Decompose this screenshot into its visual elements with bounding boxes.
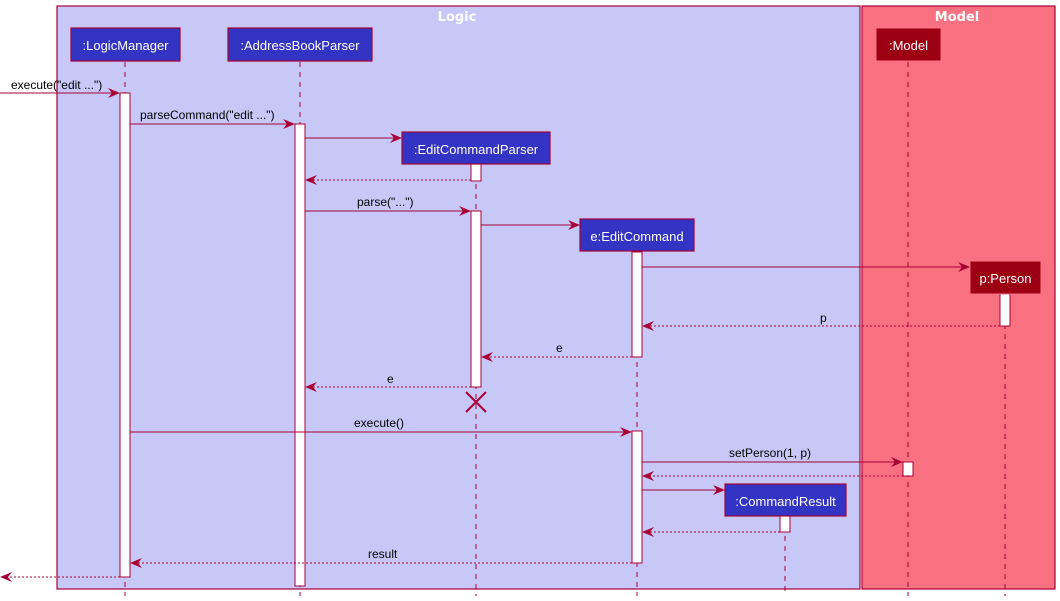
activation-model (902, 461, 914, 477)
label-execute-edit: execute("edit ...") (11, 78, 102, 92)
label-result: result (368, 547, 398, 561)
activation-command-result (779, 515, 791, 533)
participant-address-book-parser[interactable]: :AddressBookParser (227, 27, 373, 62)
activation-person (999, 293, 1011, 327)
label-return-e-2: e (387, 372, 394, 386)
participant-model[interactable]: :Model (875, 27, 942, 62)
package-model-box (861, 5, 1056, 590)
participant-person[interactable]: p:Person (969, 260, 1042, 295)
svg-text::CommandResult: :CommandResult (735, 494, 836, 509)
label-parse-command: parseCommand("edit ...") (140, 108, 275, 122)
package-model-title: Model (935, 10, 979, 25)
activation-edit-command-2 (631, 430, 643, 564)
participant-edit-command-parser[interactable]: :EditCommandParser (401, 131, 551, 165)
participant-logic-manager[interactable]: :LogicManager (70, 27, 181, 62)
svg-text::Model: :Model (889, 38, 928, 53)
activation-logic-manager (119, 92, 131, 578)
svg-text::AddressBookParser: :AddressBookParser (240, 38, 360, 53)
package-model: Model (861, 5, 1056, 590)
svg-text::EditCommandParser: :EditCommandParser (414, 142, 539, 157)
label-return-e-1: e (556, 341, 563, 355)
destroy-x-icon (465, 391, 487, 413)
activation-address-book-parser (294, 123, 306, 587)
activation-edit-command-parser-1 (470, 163, 482, 182)
svg-text::LogicManager: :LogicManager (83, 38, 170, 53)
label-parse: parse("...") (357, 195, 414, 209)
participant-edit-command[interactable]: e:EditCommand (579, 218, 695, 252)
label-execute: execute() (354, 416, 404, 430)
svg-text:e:EditCommand: e:EditCommand (590, 229, 683, 244)
activation-edit-command-1 (631, 251, 643, 358)
svg-text:p:Person: p:Person (979, 271, 1031, 286)
package-logic-title: Logic (438, 10, 477, 25)
participant-command-result[interactable]: :CommandResult (724, 483, 847, 517)
label-set-person: setPerson(1, p) (729, 446, 811, 460)
label-return-p: p (820, 311, 827, 325)
activation-edit-command-parser-2 (470, 210, 482, 388)
